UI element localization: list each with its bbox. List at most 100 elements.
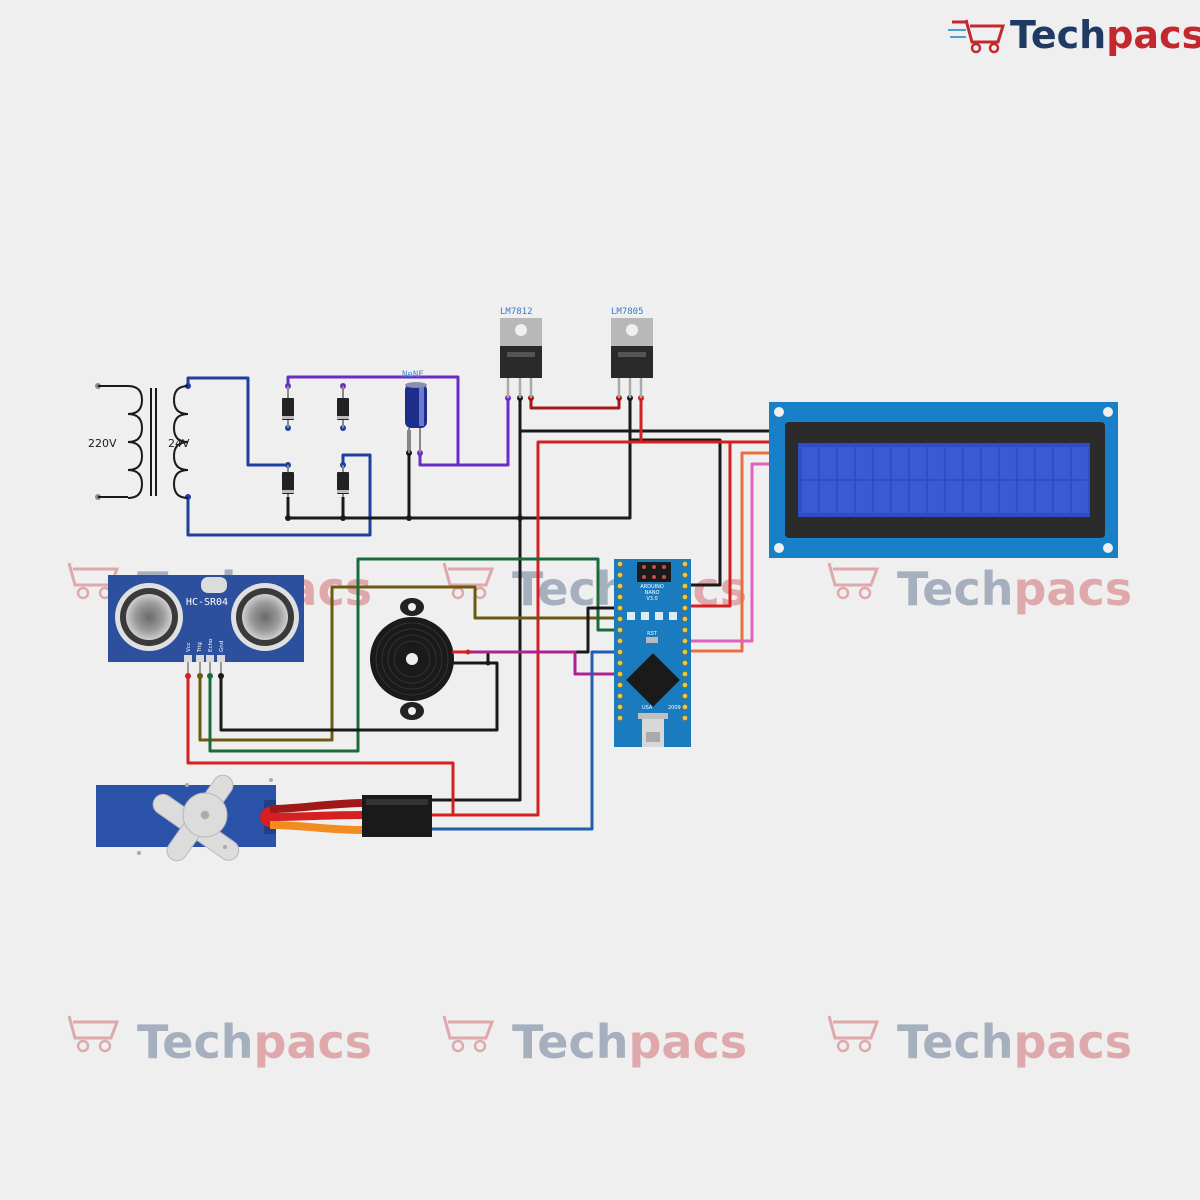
watermark-text: Techpacs xyxy=(512,1015,747,1069)
nano-pin xyxy=(682,649,688,655)
nano-pin xyxy=(682,605,688,611)
nano-pin xyxy=(682,704,688,710)
nano-pin xyxy=(682,660,688,666)
watermark-cart-icon xyxy=(827,562,880,587)
secondary-coil xyxy=(172,385,189,499)
lcd-cell xyxy=(820,481,836,513)
wire-pink-lcd xyxy=(690,462,775,643)
diode-4 xyxy=(337,465,349,497)
piezo-buzzer xyxy=(370,598,491,720)
watermark-text-part2: pacs xyxy=(1013,562,1132,616)
wire-red-5v-down xyxy=(432,440,641,817)
arduino-nano: RST ARDUINO NANO V3.0 USA 2009 xyxy=(614,559,691,747)
nano-pin xyxy=(617,660,623,666)
wire-junctions xyxy=(95,383,778,521)
servo-motor xyxy=(96,774,432,862)
nano-pin xyxy=(617,638,623,644)
brand-name-part1: Tech xyxy=(1010,13,1106,57)
voltage-regulator-lm7812: LM7812 xyxy=(500,307,542,398)
watermark-logo: Techpacs xyxy=(827,562,1132,616)
nano-pin xyxy=(682,671,688,677)
watermark-text-part1: Tech xyxy=(897,562,1013,616)
wire-gnd-reg1 xyxy=(432,398,522,802)
secondary-voltage-label: 24V xyxy=(168,437,190,450)
lcd-cell xyxy=(946,447,962,479)
watermark-cart-icon xyxy=(442,1015,495,1040)
pin-label-vcc: Vcc xyxy=(186,642,192,652)
nano-pin-headers xyxy=(617,561,688,721)
transformer: 220V 24V xyxy=(88,385,190,499)
diode-1 xyxy=(282,386,294,428)
lcd-cell xyxy=(1018,447,1034,479)
ultrasonic-transducer-right xyxy=(231,583,299,651)
nano-pin xyxy=(617,605,623,611)
nano-pin xyxy=(617,561,623,567)
lcd-cell xyxy=(802,447,818,479)
nano-pin xyxy=(617,682,623,688)
nano-pin xyxy=(617,627,623,633)
brand-logo: Techpacs xyxy=(948,13,1200,57)
watermark-text: Techpacs xyxy=(897,1015,1132,1069)
ultrasonic-label: HC-SR04 xyxy=(186,597,228,608)
wire-blue-2 xyxy=(186,453,372,537)
lcd-cell xyxy=(802,481,818,513)
lcd-cell xyxy=(874,447,890,479)
voltage-regulator-lm7805: LM7805 xyxy=(611,307,653,398)
lcd-cell xyxy=(982,447,998,479)
lcd-cell xyxy=(856,481,872,513)
nano-pin xyxy=(617,704,623,710)
lcd-cell xyxy=(892,481,908,513)
nano-pin xyxy=(682,715,688,721)
lcd-cell xyxy=(1000,447,1016,479)
pin-label-gnd: Gnd xyxy=(219,641,225,652)
nano-pin xyxy=(617,583,623,589)
nano-pin xyxy=(682,583,688,589)
lcd-cell xyxy=(1072,447,1088,479)
shopping-cart-icon xyxy=(948,19,1006,54)
nano-pin xyxy=(682,594,688,600)
wire-black-gnd xyxy=(219,661,499,732)
lcd-cell xyxy=(1072,481,1088,513)
watermark-text-part2: pacs xyxy=(253,1015,372,1069)
lcd-cell xyxy=(1000,481,1016,513)
nano-pin xyxy=(682,572,688,578)
ultrasonic-transducer-left xyxy=(115,583,183,651)
diode-3 xyxy=(282,465,294,497)
lcd-character-cells xyxy=(802,447,1088,513)
pin-label-echo: Echo xyxy=(208,638,214,652)
watermark-cart-icon xyxy=(442,562,495,587)
nano-pin xyxy=(617,671,623,677)
lcd-cell xyxy=(1036,447,1052,479)
lcd-cell xyxy=(820,447,836,479)
lcd-cell xyxy=(910,481,926,513)
wire-blue-1 xyxy=(186,376,288,467)
wire-green-echo xyxy=(208,557,618,753)
wire-red-vcc xyxy=(186,676,455,815)
lcd-cell xyxy=(874,481,890,513)
wire-purple-2 xyxy=(420,398,510,467)
lcd-cell xyxy=(1036,481,1052,513)
year-label: 2009 xyxy=(668,705,681,711)
primary-voltage-label: 220V xyxy=(88,437,117,450)
watermark-text-part1: Tech xyxy=(897,1015,1013,1069)
wire-blue-servo xyxy=(432,650,618,831)
watermark-text-part2: pacs xyxy=(628,1015,747,1069)
lcd-cell xyxy=(892,447,908,479)
lcd-cell xyxy=(928,481,944,513)
wire-red-5v xyxy=(639,398,775,444)
lcd-cell xyxy=(1054,481,1070,513)
nano-title-line1: ARDUINO xyxy=(640,584,664,590)
nano-pin xyxy=(617,616,623,622)
wire-gnd-nano xyxy=(630,438,722,587)
watermark-text-part1: Tech xyxy=(512,1015,628,1069)
nano-pin xyxy=(682,638,688,644)
watermark-text: Techpacs xyxy=(137,1015,372,1069)
watermark-cart-icon xyxy=(827,1015,880,1040)
nano-pin xyxy=(617,594,623,600)
lcd-cell xyxy=(964,481,980,513)
rst-label: RST xyxy=(647,631,658,637)
lcd-cell xyxy=(910,447,926,479)
lcd-cell xyxy=(1054,447,1070,479)
lcd-cell xyxy=(856,447,872,479)
